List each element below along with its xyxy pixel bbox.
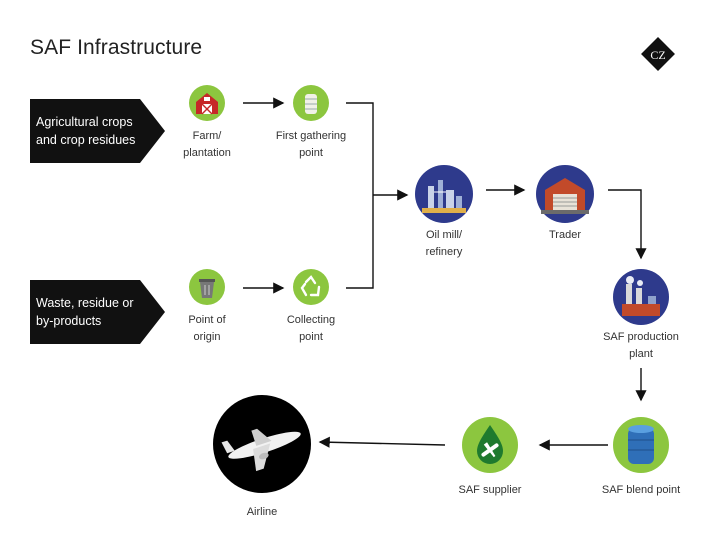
barn-icon xyxy=(189,85,225,121)
node-label: Trader xyxy=(549,229,581,241)
node-label: Farm/ plantation xyxy=(183,130,231,159)
category-agricultural-crops: Agricultural crops and crop residues xyxy=(30,99,165,163)
node-label: SAF blend point xyxy=(601,484,681,496)
node-label: Collecting point xyxy=(286,314,336,343)
node-label: Point of origin xyxy=(188,314,226,343)
svg-text:CZ: CZ xyxy=(650,48,665,62)
category-waste-residue: Waste, residue or by-products xyxy=(30,280,165,344)
node-label: SAF production plant xyxy=(603,331,679,360)
page-title: SAF Infrastructure xyxy=(30,36,203,59)
category-label: Waste, residue or by-products xyxy=(36,296,134,328)
node-label: Oil mill/ refinery xyxy=(425,229,463,258)
node-label: Airline xyxy=(246,506,278,518)
arrow-supplier-to-airline xyxy=(318,436,446,448)
warehouse-icon xyxy=(536,165,594,223)
recycle-icon xyxy=(293,269,329,305)
silo-icon xyxy=(293,85,329,121)
airplane-icon xyxy=(213,395,311,493)
fuel-drop-plane-icon xyxy=(462,417,518,473)
cz-logo: CZ xyxy=(641,37,675,71)
refinery-icon xyxy=(415,165,473,223)
factory-icon xyxy=(613,269,669,325)
node-label: First gathering point xyxy=(275,130,347,159)
node-label: SAF supplier xyxy=(458,484,522,496)
trash-bin-icon xyxy=(189,269,225,305)
category-label: Agricultural crops and crop residues xyxy=(36,115,136,147)
storage-tank-icon xyxy=(613,417,669,473)
arrow-trader-to-production xyxy=(608,189,647,260)
